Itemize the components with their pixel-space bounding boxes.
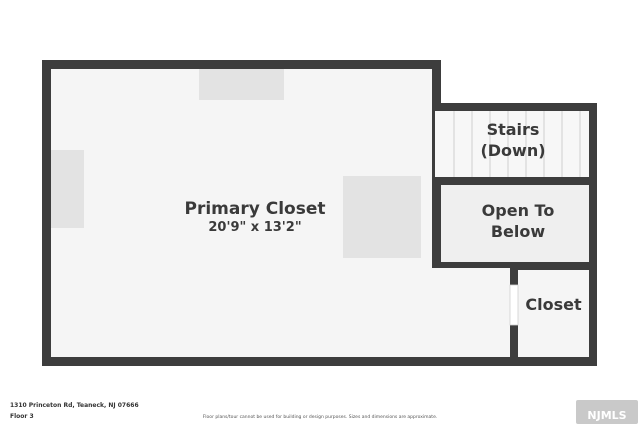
- stairs-label-line2: (Down): [480, 140, 546, 160]
- open-to-below-area: [441, 185, 589, 262]
- stairs-area: [435, 111, 589, 177]
- njmls-logo-text: NJMLS: [587, 409, 627, 422]
- stair-treads: [453, 111, 581, 177]
- primary-closet-label: Primary Closet 20'9" x 13'2": [180, 198, 330, 237]
- primary-closet-floor: [51, 69, 510, 357]
- fixture-left: [51, 150, 84, 228]
- plan-disclaimer: Floor plans/tour cannot be used for buil…: [202, 415, 438, 420]
- open-to-below-label: Open To Below: [466, 201, 570, 243]
- open-to-below-line2: Below: [490, 221, 546, 241]
- fixture-top: [199, 69, 284, 100]
- primary-closet-name: Primary Closet: [184, 199, 326, 219]
- floor-number: Floor 3: [10, 413, 34, 420]
- njmls-logo: NJMLS: [576, 400, 638, 424]
- primary-closet-dimensions: 20'9" x 13'2": [208, 220, 302, 236]
- property-address: 1310 Princeton Rd, Teaneck, NJ 07666: [10, 402, 139, 409]
- closet-door: [509, 284, 519, 326]
- closet-name: Closet: [525, 295, 582, 314]
- stairs-label-line1: Stairs: [486, 120, 540, 139]
- stairs-label: Stairs (Down): [470, 120, 556, 162]
- closet-label: Closet: [518, 295, 589, 316]
- fixture-center: [343, 176, 421, 258]
- open-to-below-line1: Open To: [481, 201, 555, 220]
- closet-floor: [518, 270, 589, 357]
